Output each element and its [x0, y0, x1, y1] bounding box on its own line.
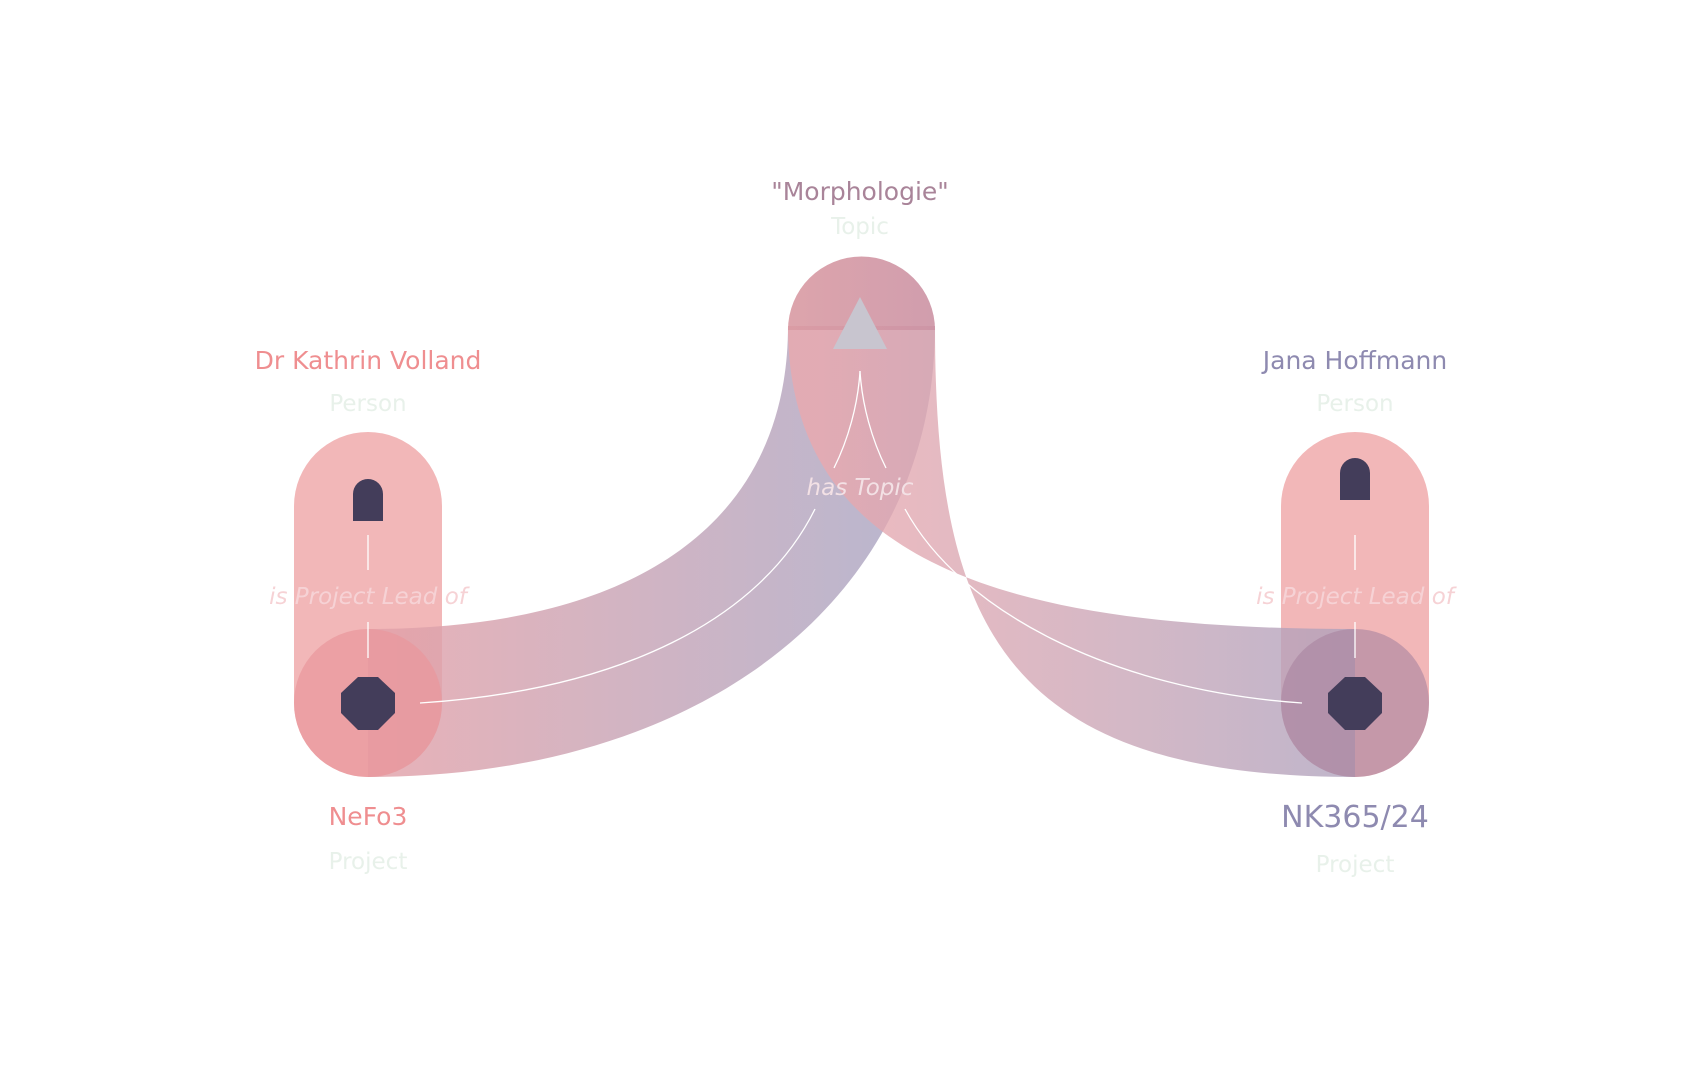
- project-right-type-label: Project: [1316, 852, 1395, 878]
- octagon-icon-right: [1328, 677, 1382, 730]
- edge-label-topic: has Topic: [807, 475, 914, 501]
- topic-edge-arrow-left: [833, 370, 861, 469]
- topic-edge-band-right: [788, 326, 1355, 777]
- person-icon-right: [1340, 458, 1370, 500]
- edge-label-lead-left: is Project Lead of: [269, 584, 470, 610]
- topic-type-label: Topic: [830, 214, 889, 240]
- project-left-type-label: Project: [329, 849, 408, 875]
- octagon-icon-left: [341, 677, 395, 730]
- triangle-icon: [833, 297, 887, 349]
- person-right-name-label: Jana Hoffmann: [1261, 346, 1448, 375]
- topic-edge-arrow-right: [859, 370, 887, 469]
- project-left-name-label: NeFo3: [329, 802, 408, 831]
- person-icon-left: [353, 479, 383, 521]
- project-right-name-label: NK365/24: [1281, 800, 1429, 835]
- person-right-type-label: Person: [1316, 391, 1393, 417]
- person-left-name-label: Dr Kathrin Volland: [255, 346, 482, 375]
- topic-edge-line-right: [904, 508, 1303, 704]
- edge-label-lead-right: is Project Lead of: [1256, 584, 1457, 610]
- topic-name-label: "Morphologie": [771, 177, 949, 206]
- topic-edge-line-left: [419, 508, 816, 704]
- person-left-type-label: Person: [329, 391, 406, 417]
- topic-edge-band-left: [368, 326, 935, 777]
- topic-node[interactable]: [788, 256, 935, 330]
